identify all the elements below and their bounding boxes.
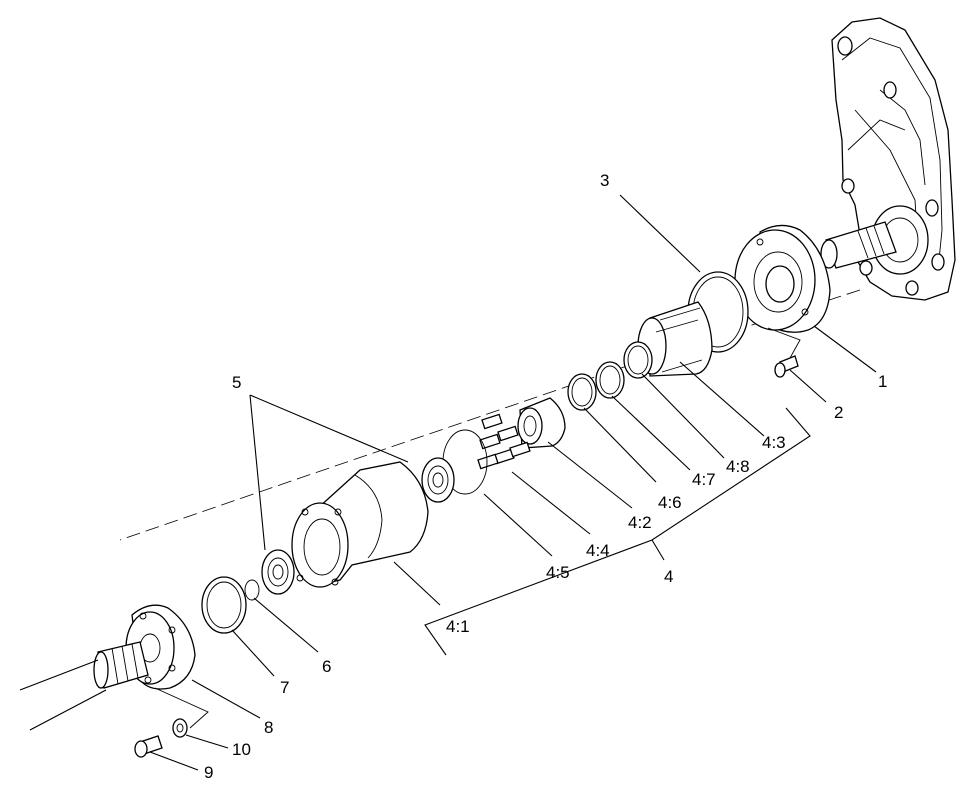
callout-labels: 1 2 3 4:3 4:8 4:7 4:6 4:2 4:4 4 4:5 4:1 …: [204, 171, 887, 782]
part-10-washer: [172, 718, 188, 738]
output-shaft: [19, 641, 149, 731]
callout-4-6: 4:6: [658, 493, 682, 512]
leader-lines: [149, 194, 877, 771]
callout-6: 6: [322, 657, 331, 676]
callout-4-5: 4:5: [546, 563, 570, 582]
callout-9: 9: [204, 763, 213, 782]
callout-10: 10: [232, 740, 251, 759]
part-5-bearing-lower: [261, 549, 295, 595]
callout-5: 5: [232, 373, 241, 392]
part-4-4-rollers: [477, 413, 531, 470]
callout-1: 1: [878, 372, 887, 391]
input-shaft: [820, 221, 897, 269]
callout-8: 8: [264, 718, 273, 737]
part-4-2-hub: [517, 397, 566, 449]
callout-7: 7: [280, 678, 289, 697]
callout-4-2: 4:2: [628, 513, 652, 532]
callout-4: 4: [664, 567, 673, 586]
callout-3: 3: [600, 171, 609, 190]
part-1-adapter-plate: [734, 224, 831, 333]
callout-2: 2: [834, 403, 843, 422]
callout-4-4: 4:4: [586, 541, 610, 560]
callout-4-1: 4:1: [446, 617, 470, 636]
part-9-bolt: [134, 687, 209, 758]
part-5-bearing-upper: [421, 457, 455, 503]
callout-4-7: 4:7: [692, 470, 716, 489]
part-4-6-ring: [567, 373, 597, 411]
callout-4-8: 4:8: [726, 457, 750, 476]
part-6-snap-ring: [244, 579, 260, 601]
part-2-screw: [767, 327, 801, 378]
part-7-ring: [201, 576, 247, 634]
part-4-7-ring: [595, 361, 625, 399]
callout-4-3: 4:3: [762, 433, 786, 452]
part-4-8-retaining-ring: [623, 341, 653, 379]
assembly-centerline: [119, 289, 861, 541]
part-4-1-clutch-housing: [291, 461, 429, 588]
